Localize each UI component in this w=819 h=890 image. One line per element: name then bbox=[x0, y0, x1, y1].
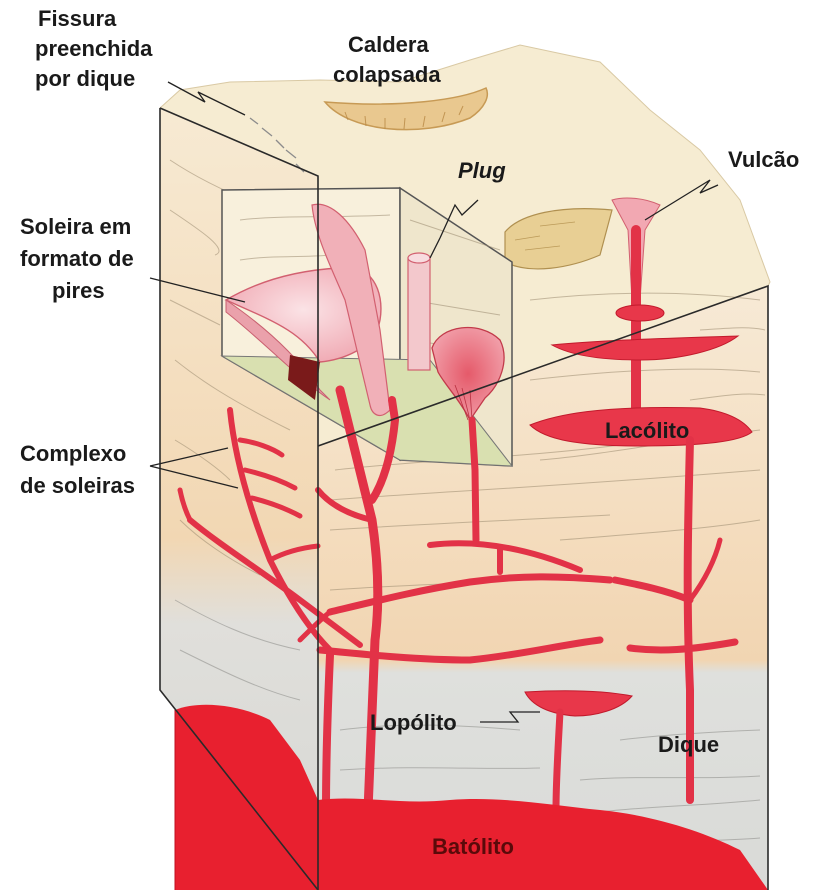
label-lopolito: Lopólito bbox=[370, 710, 457, 735]
label-fissura-line1: Fissura bbox=[38, 6, 117, 31]
label-batolito: Batólito bbox=[432, 834, 514, 859]
label-soleira-line1: Soleira em bbox=[20, 214, 131, 239]
label-vulcao: Vulcão bbox=[728, 147, 799, 172]
label-complexo-line1: Complexo bbox=[20, 441, 126, 466]
label-plug: Plug bbox=[458, 158, 506, 183]
label-soleira-line2: formato de bbox=[20, 246, 134, 271]
label-dique: Dique bbox=[658, 732, 719, 757]
label-fissura-line2: preenchida bbox=[35, 36, 153, 61]
label-caldera-line1: Caldera bbox=[348, 32, 429, 57]
label-complexo-line2: de soleiras bbox=[20, 473, 135, 498]
label-soleira-line3: pires bbox=[52, 278, 105, 303]
label-soleira: Soleira em formato de pires bbox=[20, 214, 134, 303]
plug-cylinder bbox=[408, 253, 430, 370]
label-lacolito: Lacólito bbox=[605, 418, 689, 443]
label-complexo: Complexo de soleiras bbox=[20, 441, 135, 498]
label-caldera-line2: colapsada bbox=[333, 62, 441, 87]
label-caldera: Caldera colapsada bbox=[333, 32, 441, 87]
label-fissura: Fissura preenchida por dique bbox=[35, 6, 153, 91]
label-fissura-line3: por dique bbox=[35, 66, 135, 91]
